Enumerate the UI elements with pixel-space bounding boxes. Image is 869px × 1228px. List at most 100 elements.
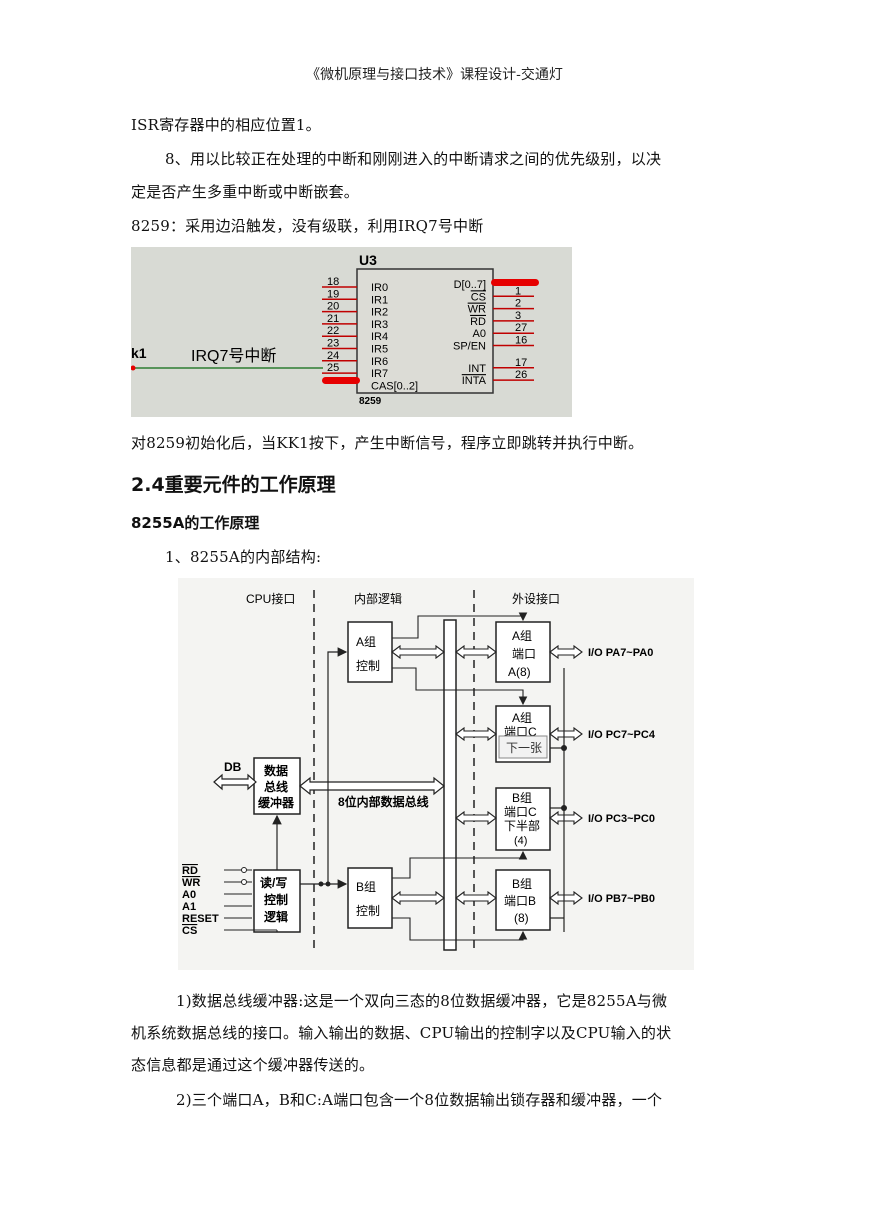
buffer-line3: 缓冲器 <box>258 795 295 810</box>
pin-num-left-3: 21 <box>327 313 339 325</box>
pin-name-left-3: IR3 <box>371 319 388 331</box>
db-label: DB <box>224 760 242 774</box>
pin-num-right-2: 2 <box>515 298 521 310</box>
net-endpoint <box>130 365 136 371</box>
paragraph-priority-line1: 8、用以比较正在处理的中断和刚刚进入的中断请求之间的优先级别，以决 <box>165 150 662 168</box>
subsection-heading: 8255A的工作原理 <box>131 514 260 532</box>
group-b-ctrl-line1: B组 <box>356 880 376 894</box>
io-label-1: I/O PC7~PC4 <box>588 729 656 741</box>
port-c-lower-line1: B组 <box>512 791 532 805</box>
chip-ref: U3 <box>359 252 377 268</box>
io-label-2: I/O PC3~PC0 <box>588 813 655 825</box>
group-b-ctrl-line2: 控制 <box>356 904 380 918</box>
pin-num-right-6: 17 <box>515 357 527 369</box>
rw-line3: 逻辑 <box>264 909 288 924</box>
chip-part: 8259 <box>359 396 382 407</box>
pin-num-right-3: 3 <box>515 310 521 322</box>
pin-num-left-6: 24 <box>327 350 339 362</box>
paragraph-buffer-line2: 机系统数据总线的接口。输入输出的数据、CPU输出的控制字以及CPU输入的状 <box>131 1024 672 1042</box>
bus-label: 8位内部数据总线 <box>338 794 429 809</box>
pin-num-left-0: 18 <box>327 276 339 288</box>
buffer-line2: 总线 <box>264 779 288 794</box>
signal-0: RD <box>182 865 198 877</box>
signal-2: A0 <box>182 889 196 901</box>
port-c-lower-line2: 端口C <box>504 805 537 819</box>
rw-line1: 读/写 <box>260 875 287 890</box>
port-b-line3: (8) <box>514 911 529 925</box>
page-header: 《微机原理与接口技术》课程设计-交通灯 <box>306 67 563 83</box>
col-cpu-label: CPU接口 <box>246 591 295 606</box>
internal-data-bus <box>443 619 457 951</box>
pin-name-right-7: INTA <box>462 375 487 387</box>
port-b-line1: B组 <box>512 877 532 891</box>
port-c-lower-line4: (4) <box>514 835 527 847</box>
signal-1: WR <box>182 877 200 889</box>
pin-num-left-2: 20 <box>327 301 339 313</box>
buffer-line1: 数据 <box>264 763 288 778</box>
paragraph-internal-structure: 1、8255A的内部结构: <box>165 548 322 566</box>
pin-num-left-1: 19 <box>327 288 339 300</box>
group-a-control-box <box>347 621 393 683</box>
port-a-line3: A(8) <box>508 665 531 679</box>
paragraph-isr: ISR寄存器中的相应位置1。 <box>131 116 321 134</box>
pin-num-right-4: 27 <box>515 322 527 334</box>
diagram-8255a-svg: CPU接口 内部逻辑 外设接口 A组 控制 B组 控制 数据 总线 缓冲器 DB… <box>182 590 656 951</box>
port-a-line2: 端口 <box>512 647 536 661</box>
paragraph-priority-line2: 定是否产生多重中断或中断嵌套。 <box>131 183 360 201</box>
pin-name-left-1: IR1 <box>371 294 388 306</box>
port-a-line1: A组 <box>512 629 532 643</box>
port-c-lower-box <box>495 787 551 851</box>
group-a-ctrl-line2: 控制 <box>356 659 380 673</box>
paragraph-ports: 2)三个端口A，B和C:A端口包含一个8位数据输出锁存器和缓冲器，一个 <box>176 1091 663 1109</box>
paragraph-buffer-line3: 态信息都是通过这个缓冲器传送的。 <box>131 1056 375 1074</box>
pin-name-right-3: RD <box>470 316 486 328</box>
pin-num-right-5: 16 <box>515 335 527 347</box>
signal-5: CS <box>182 925 197 937</box>
group-b-control-box <box>347 867 393 929</box>
port-c-upper-line1: A组 <box>512 711 532 725</box>
pin-name-left-4: IR4 <box>371 331 388 343</box>
pin-name-left-6: IR6 <box>371 356 388 368</box>
pin-name-left-5: IR5 <box>371 344 388 356</box>
rw-to-actrl-line <box>327 647 348 884</box>
pin-name-left-0: IR0 <box>371 282 388 294</box>
signal-3: A1 <box>182 901 196 913</box>
signal-4: RESET <box>182 913 219 925</box>
pin-name-right-1: CS <box>471 291 486 303</box>
paragraph-interrupt: 对8259初始化后，当KK1按下，产生中断信号，程序立即跳转并执行中断。 <box>131 434 644 452</box>
pin-num-left-5: 23 <box>327 338 339 350</box>
paragraph-8259-config: 8259：采用边沿触发，没有级联，利用IRQ7号中断 <box>131 217 484 235</box>
pin-num-left-4: 22 <box>327 325 339 337</box>
pin-num-left-7: 25 <box>327 362 339 374</box>
internal-bus-arrow <box>299 776 445 796</box>
net-k1-label: k1 <box>131 345 147 361</box>
pin-name-right-5: SP/EN <box>453 341 486 353</box>
port-c-lower-line3: 下半部 <box>504 818 540 833</box>
pin-name-left-8: CAS[0..2] <box>371 380 418 392</box>
rw-line2: 控制 <box>264 892 288 907</box>
next-tooltip-box <box>498 735 548 759</box>
cas-bus-stub <box>322 377 360 384</box>
net-irq7-label: IRQ7号中断 <box>191 347 276 365</box>
col-internal-label: 内部逻辑 <box>354 591 402 606</box>
port-b-box <box>495 869 551 931</box>
io-label-3: I/O PB7~PB0 <box>588 893 655 905</box>
pin-name-right-6: INT <box>468 363 486 375</box>
io-label-0: I/O PA7~PA0 <box>588 647 653 659</box>
paragraph-buffer-line1: 1)数据总线缓冲器:这是一个双向三态的8位数据缓冲器，它是8255A与微 <box>176 992 668 1010</box>
pin-name-right-2: WR <box>468 304 486 316</box>
pin-name-left-7: IR7 <box>371 368 388 380</box>
port-b-line2: 端口B <box>504 894 536 908</box>
data-bus-stub <box>491 279 539 286</box>
section-heading: 2.4重要元件的工作原理 <box>131 474 336 496</box>
pin-name-right-0: D[0..7] <box>454 279 486 291</box>
pin-name-left-2: IR2 <box>371 307 388 319</box>
diagram-8255a: CPU接口 内部逻辑 外设接口 A组 控制 B组 控制 数据 总线 缓冲器 DB… <box>178 578 694 970</box>
pin-num-right-1: 1 <box>515 285 521 297</box>
pin-num-right-7: 26 <box>515 369 527 381</box>
col-external-label: 外设接口 <box>512 591 560 606</box>
